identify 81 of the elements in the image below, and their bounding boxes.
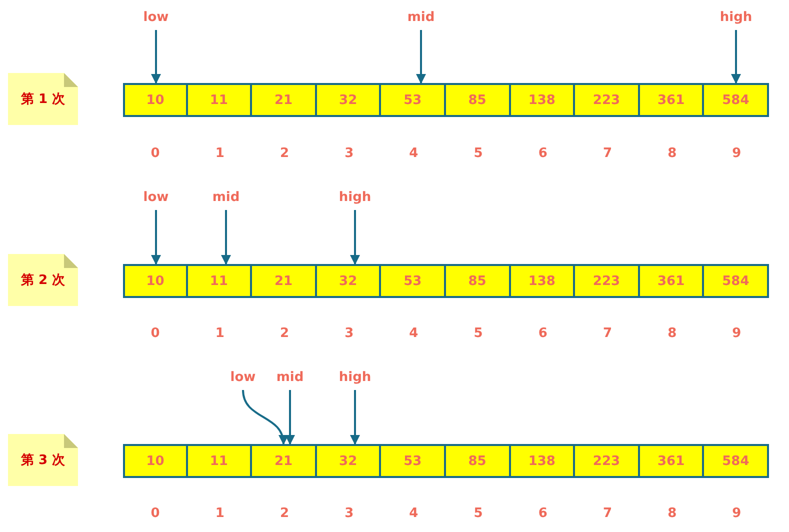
index-number: 8 <box>666 506 678 521</box>
array-cell: 32 <box>314 83 382 117</box>
array-cell: 361 <box>638 264 704 298</box>
array-cell: 32 <box>314 264 382 298</box>
index-number: 7 <box>602 146 614 161</box>
array-cell: 21 <box>250 444 317 478</box>
index-number: 4 <box>408 326 420 341</box>
array-cell: 85 <box>444 444 511 478</box>
index-number: 0 <box>150 326 161 341</box>
index-number: 7 <box>602 326 614 341</box>
array-cell: 584 <box>702 83 769 117</box>
array-cell: 53 <box>379 83 446 117</box>
pointer-label: high <box>335 368 375 386</box>
index-number: 6 <box>537 326 548 341</box>
array-cell: 53 <box>379 444 446 478</box>
index-number: 1 <box>214 506 226 521</box>
index-number: 9 <box>731 146 742 161</box>
sticky-note: 第 3 次 <box>8 434 78 486</box>
array-cell: 11 <box>186 264 252 298</box>
pointer-label: low <box>136 8 176 26</box>
index-number: 6 <box>537 146 548 161</box>
array-cell: 361 <box>638 83 704 117</box>
pointer-label: mid <box>401 8 441 26</box>
array-cell: 85 <box>444 83 511 117</box>
arrow <box>285 390 295 445</box>
array-cell: 223 <box>573 444 640 478</box>
index-number: 7 <box>602 506 614 521</box>
array-cell: 53 <box>379 264 446 298</box>
arrow <box>731 30 741 84</box>
index-number: 3 <box>344 326 355 341</box>
array-cell: 11 <box>186 83 252 117</box>
index-number: 6 <box>537 506 548 521</box>
pointer-label: mid <box>206 188 246 206</box>
array-cell: 21 <box>250 264 317 298</box>
index-number: 0 <box>150 506 161 521</box>
index-number: 1 <box>214 326 226 341</box>
pointer-label: mid <box>270 368 310 386</box>
index-number: 4 <box>408 506 420 521</box>
pointer-label: low <box>223 368 263 386</box>
array-cell: 584 <box>702 444 769 478</box>
arrow <box>221 210 231 265</box>
index-number: 8 <box>666 326 678 341</box>
index-number: 8 <box>666 146 678 161</box>
array-cell: 138 <box>508 444 576 478</box>
index-number: 3 <box>344 506 355 521</box>
index-number: 1 <box>214 146 226 161</box>
array-cell: 361 <box>638 444 704 478</box>
arrow <box>350 390 360 445</box>
index-number: 2 <box>278 326 290 341</box>
array-cell: 138 <box>508 264 576 298</box>
index-number: 2 <box>278 506 290 521</box>
index-number: 5 <box>472 326 484 341</box>
index-number: 3 <box>344 146 355 161</box>
arrow <box>350 210 360 265</box>
index-number: 4 <box>408 146 420 161</box>
array-cell: 10 <box>123 444 188 478</box>
pointer-label: high <box>716 8 756 26</box>
pointer-label: high <box>335 188 375 206</box>
array-cell: 85 <box>444 264 511 298</box>
array-cell: 21 <box>250 83 317 117</box>
array-cell: 223 <box>573 83 640 117</box>
array-cell: 10 <box>123 83 188 117</box>
arrow <box>416 30 426 84</box>
pointer-label: low <box>136 188 176 206</box>
index-number: 5 <box>472 146 484 161</box>
array-cell: 584 <box>702 264 769 298</box>
index-number: 2 <box>278 146 290 161</box>
array-cell: 223 <box>573 264 640 298</box>
array-cell: 10 <box>123 264 188 298</box>
arrow <box>242 390 288 445</box>
sticky-note: 第 1 次 <box>8 73 78 125</box>
arrow <box>151 210 161 265</box>
arrow <box>151 30 161 84</box>
index-number: 5 <box>472 506 484 521</box>
array-cell: 11 <box>186 444 252 478</box>
array-cell: 138 <box>508 83 576 117</box>
array-cell: 32 <box>314 444 382 478</box>
index-number: 9 <box>731 506 742 521</box>
index-number: 0 <box>150 146 161 161</box>
sticky-note: 第 2 次 <box>8 254 78 306</box>
index-number: 9 <box>731 326 742 341</box>
